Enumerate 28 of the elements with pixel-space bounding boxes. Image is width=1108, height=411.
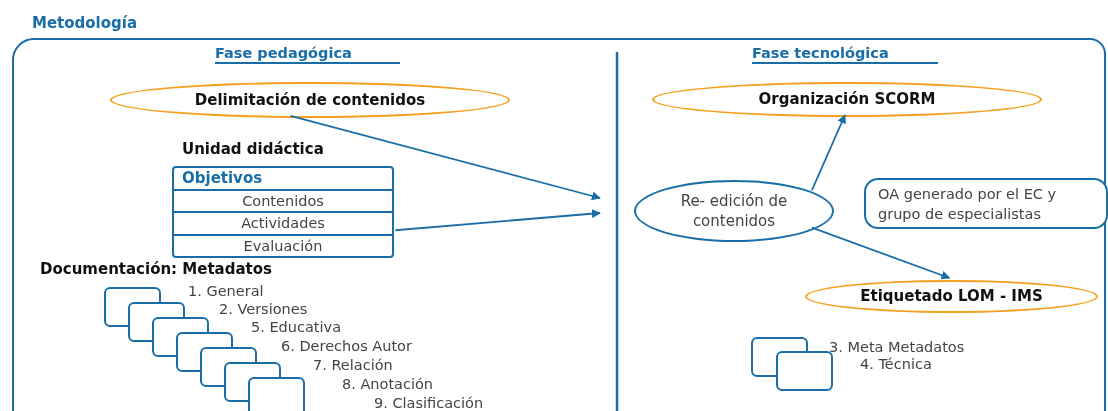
metadata-item: 6. Derechos Autor (281, 337, 412, 355)
section-heading: Documentación: Metadatos (40, 260, 272, 278)
table-row: Actividades (174, 213, 392, 236)
node-text: Organización SCORM (758, 89, 936, 111)
table-row-text: Evaluación (242, 236, 324, 256)
section-title: Metodología (32, 13, 138, 34)
note-box (864, 178, 1108, 229)
metadata-item: 8. Anotación (342, 375, 434, 393)
header-row: Objetivos (174, 168, 392, 191)
arrow (394, 209, 601, 232)
table-heading: Unidad didáctica (182, 139, 324, 160)
node-text: Etiquetado LOM - IMS (860, 286, 1043, 308)
arrow (810, 114, 846, 192)
table-row: Contenidos (174, 190, 392, 213)
metadata-item: 2. Versiones (219, 300, 308, 318)
node-text: Re- edición de contenidos (679, 191, 789, 231)
metadata-item: 9. Clasificación (374, 394, 484, 411)
phase-heading: Fase tecnológica (752, 44, 889, 62)
arrow (289, 115, 601, 201)
phase-heading: Fase pedagógica (215, 44, 352, 62)
arrow (810, 226, 951, 280)
metadata-item: 7. Relación (313, 356, 393, 374)
node-text: Delimitación de contenidos (194, 89, 426, 111)
metadata-item: 1. General (188, 282, 264, 300)
node-text: OA generado por el EC y grupo de especialistas (878, 184, 1058, 224)
metadata-item: 3. Meta Metadatos (829, 338, 965, 356)
metadata-item: 4. Técnica (860, 355, 932, 373)
metadata-item: 5. Educativa (251, 318, 342, 336)
